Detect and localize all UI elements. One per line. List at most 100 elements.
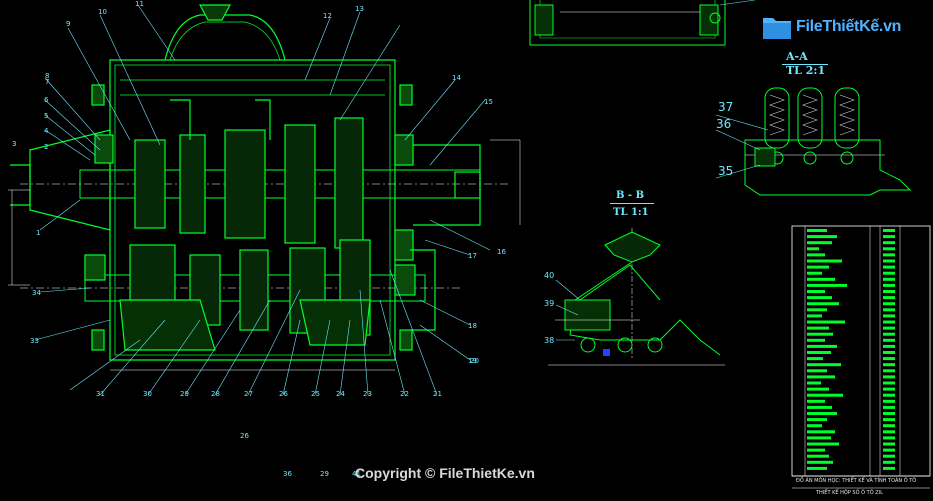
- callout-bottom-25: 25: [311, 390, 320, 398]
- title-block-line1: ĐỒ ÁN MÔN HỌC: THIẾT KẾ VÀ TÍNH TOÁN Ô T…: [796, 478, 917, 484]
- bom-row-material-39: [883, 466, 895, 470]
- callout-left-34: 34: [32, 289, 41, 297]
- callout-bottom_extra-41: 41: [352, 470, 361, 478]
- bom-row-material-30: [883, 412, 895, 415]
- bom-row-material-21: [883, 357, 895, 361]
- bom-row-material-8: [883, 277, 895, 281]
- top-partial-view: [529, 0, 756, 46]
- section-bb-leaders: [555, 279, 581, 341]
- callout-36: 36: [716, 117, 732, 131]
- bom-row-material-25: [883, 381, 895, 385]
- bom-row-name-11: [807, 296, 832, 300]
- callout-right-19: 19: [468, 357, 477, 365]
- callout-bottom-21: 21: [433, 390, 442, 398]
- section-aa-leaders: [715, 114, 769, 179]
- bom-row-name-39: [807, 466, 827, 470]
- callout-bottom-31: 31: [96, 390, 105, 398]
- callout-bottom-29: 29: [180, 390, 189, 398]
- bom-row-name-2: [807, 241, 832, 245]
- bom-row-material-13: [883, 308, 895, 312]
- bom-row-name-8: [807, 277, 835, 281]
- bom-row-name-27: [807, 393, 843, 397]
- callout-right-18: 18: [468, 322, 477, 330]
- bom-row-material-10: [883, 290, 895, 293]
- bom-row-name-37: [807, 454, 829, 458]
- callout-right-17: 17: [468, 252, 477, 260]
- bom-row-material-11: [883, 296, 895, 300]
- callout-bottom-26: 26: [279, 390, 288, 398]
- bom-row-name-17: [807, 332, 833, 336]
- bom-row-name-21: [807, 357, 823, 361]
- callout-top-9: 9: [66, 20, 71, 28]
- callout-leaders: [34, 4, 491, 396]
- bom-row-material-24: [883, 375, 895, 379]
- bom-row-material-14: [883, 314, 895, 318]
- callout-bottom-24: 24: [336, 390, 345, 398]
- callout-bottom-28: 28: [211, 390, 220, 398]
- bom-row-material-20: [883, 351, 895, 354]
- bom-row-material-0: [883, 229, 895, 232]
- section-aa-view: [744, 87, 912, 196]
- bom-row-name-10: [807, 290, 825, 293]
- bom-row-name-22: [807, 363, 841, 367]
- copyright-watermark: Copyright © FileThietKe.vn: [355, 465, 535, 481]
- bom-row-name-15: [807, 320, 845, 324]
- bom-row-material-9: [883, 283, 895, 287]
- bom-row-material-2: [883, 241, 895, 245]
- callout-left-1: 1: [36, 229, 41, 237]
- callout-left-4: 4: [44, 127, 49, 135]
- bom-row-material-34: [883, 436, 895, 440]
- bom-row-name-14: [807, 314, 822, 318]
- callout-40: 40: [544, 271, 555, 280]
- bom-row-material-22: [883, 363, 895, 367]
- bom-row-name-6: [807, 265, 829, 269]
- callout-39: 39: [544, 299, 555, 308]
- bom-row-material-35: [883, 442, 895, 446]
- callout-top-12: 12: [323, 12, 332, 20]
- bom-row-name-28: [807, 399, 825, 403]
- callout-left-33: 33: [30, 337, 39, 345]
- bom-row-material-16: [883, 326, 895, 330]
- bom-row-material-31: [883, 418, 895, 422]
- callout-top-13: 13: [355, 5, 364, 13]
- bom-row-name-31: [807, 418, 827, 422]
- callout-right-14: 14: [452, 74, 461, 82]
- bom-row-name-1: [807, 235, 837, 239]
- bom-row-material-28: [883, 399, 895, 403]
- callout-38: 38: [544, 336, 555, 345]
- section-bb-scale: TL 1:1: [613, 207, 649, 218]
- bom-row-material-6: [883, 265, 895, 269]
- callout-left-5: 5: [44, 112, 49, 120]
- bom-row-material-7: [883, 271, 895, 275]
- bom-row-material-19: [883, 344, 895, 348]
- bom-row-material-27: [883, 393, 895, 397]
- bom-row-name-3: [807, 247, 819, 251]
- section-aa-underline: [782, 64, 828, 65]
- bom-rows: [807, 229, 895, 470]
- logo-folder-icon: [763, 18, 791, 39]
- bom-row-material-37: [883, 454, 895, 458]
- section-bb-view: [548, 228, 725, 366]
- callout-left-2: 2: [44, 143, 49, 151]
- bom-row-name-36: [807, 448, 825, 452]
- bom-row-name-19: [807, 344, 837, 348]
- callout-bottom-27: 27: [244, 390, 253, 398]
- callout-right-20: 20: [470, 357, 479, 365]
- bom-row-name-12: [807, 302, 839, 306]
- bom-row-name-24: [807, 375, 835, 379]
- bom-row-material-29: [883, 405, 895, 409]
- bom-row-name-18: [807, 338, 825, 342]
- bom-row-name-16: [807, 326, 829, 330]
- bom-row-material-18: [883, 338, 895, 342]
- title-block-line2: THIẾT KẾ HỘP SỐ Ô TÔ ZIL: [816, 490, 883, 496]
- section-aa-scale: TL 2:1: [786, 64, 826, 77]
- callout-35: 35: [718, 164, 734, 178]
- bom-row-name-7: [807, 271, 822, 275]
- bom-row-name-9: [807, 283, 847, 287]
- callout-bottom_extra-36: 36: [283, 470, 292, 478]
- callout-top-11: 11: [135, 0, 144, 8]
- bom-row-name-0: [807, 229, 827, 232]
- bom-row-name-33: [807, 430, 835, 434]
- bom-row-material-5: [883, 259, 895, 263]
